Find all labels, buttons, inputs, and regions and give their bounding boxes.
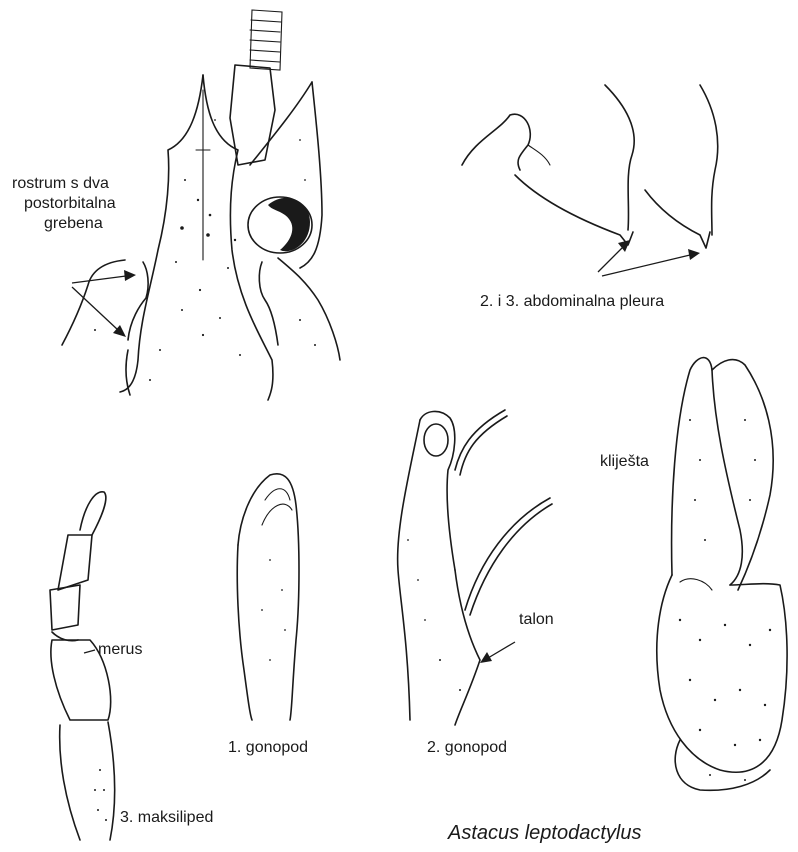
merus-label: merus bbox=[98, 640, 142, 659]
talon-label: talon bbox=[519, 610, 554, 629]
klijesta-label: kliješta bbox=[600, 452, 649, 471]
gonopod2-label: 2. gonopod bbox=[427, 738, 507, 757]
pleura-drawing bbox=[462, 85, 718, 248]
gonopod2-drawing bbox=[398, 410, 552, 725]
rostrum-label-line3: grebena bbox=[44, 214, 103, 233]
maxilliped-drawing bbox=[50, 492, 115, 840]
maksiliped-label: 3. maksiliped bbox=[120, 808, 213, 827]
rostrum-label-line1: rostrum s dva bbox=[12, 174, 109, 193]
pleura-label: 2. i 3. abdominalna pleura bbox=[480, 292, 664, 311]
merus-arrow bbox=[84, 650, 95, 653]
species-name: Astacus leptodactylus bbox=[448, 822, 641, 845]
rostrum-label-line2: postorbitalna bbox=[24, 194, 116, 213]
pleura-arrows bbox=[598, 240, 700, 276]
gonopod1-label: 1. gonopod bbox=[228, 738, 308, 757]
gonopod1-drawing bbox=[237, 474, 299, 720]
chela-drawing bbox=[657, 358, 787, 791]
talon-arrow bbox=[480, 642, 515, 663]
